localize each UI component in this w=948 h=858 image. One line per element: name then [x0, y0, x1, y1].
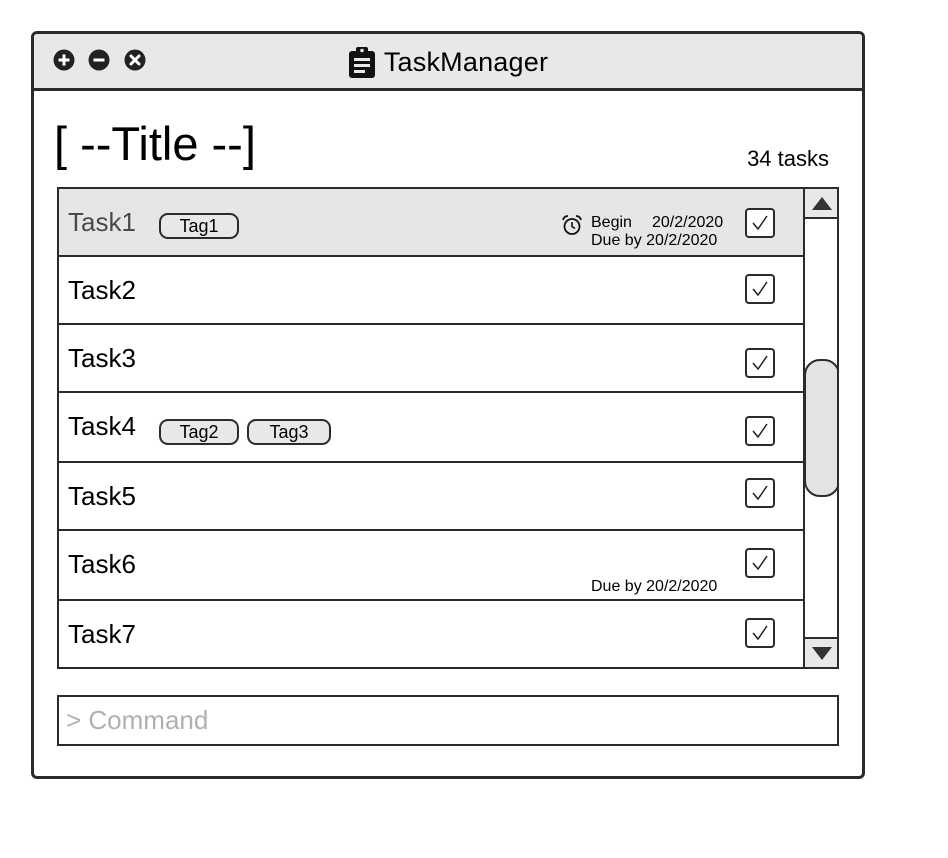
- task-name: Task6: [68, 549, 136, 579]
- page-title: [ --Title --]: [54, 117, 256, 170]
- clipboard-icon: [348, 46, 376, 78]
- begin-date: 20/2/2020: [652, 214, 724, 231]
- task-row-1[interactable]: Task1 Tag1 Begin 20/2/2020 Due by 20/2/2…: [59, 189, 803, 257]
- task-rows: Task1 Tag1 Begin 20/2/2020 Due by 20/2/2…: [59, 189, 803, 667]
- task-count: 34 tasks: [747, 146, 829, 171]
- task-row-5[interactable]: Task5: [59, 463, 803, 531]
- task-list: Task1 Tag1 Begin 20/2/2020 Due by 20/2/2…: [57, 187, 839, 669]
- task-checkbox[interactable]: [745, 548, 775, 578]
- vertical-scrollbar[interactable]: [803, 189, 837, 667]
- triangle-down-icon[interactable]: [805, 637, 837, 667]
- due-date: Due by 20/2/2020: [591, 578, 718, 595]
- task-checkbox[interactable]: [745, 348, 775, 378]
- task-checkbox[interactable]: [745, 208, 775, 238]
- scroll-thumb[interactable]: [804, 359, 837, 497]
- minus-circle-icon[interactable]: [88, 49, 110, 71]
- task-row-6[interactable]: Task6 Due by 20/2/2020: [59, 531, 803, 601]
- task-checkbox[interactable]: [745, 618, 775, 648]
- app-window: TaskManager [ --Title --] 34 tasks Task1…: [31, 31, 865, 779]
- tag-chip[interactable]: Tag3: [247, 419, 331, 445]
- task-name: Task5: [68, 481, 136, 511]
- task-name: Task4: [68, 411, 136, 441]
- window-title-text: TaskManager: [383, 47, 549, 77]
- triangle-up-icon[interactable]: [805, 189, 837, 219]
- task-row-3[interactable]: Task3: [59, 325, 803, 393]
- task-row-7[interactable]: Task7: [59, 601, 803, 667]
- command-input[interactable]: [57, 695, 839, 746]
- task-name: Task1: [68, 207, 136, 237]
- plus-circle-icon[interactable]: [53, 49, 75, 71]
- begin-label: Begin: [591, 214, 632, 231]
- task-name: Task3: [68, 343, 136, 373]
- tag-chip[interactable]: Tag2: [159, 419, 239, 445]
- task-checkbox[interactable]: [745, 416, 775, 446]
- alarm-clock-icon: [561, 214, 583, 236]
- task-row-2[interactable]: Task2: [59, 257, 803, 325]
- task-name: Task7: [68, 619, 136, 649]
- tag-chip[interactable]: Tag1: [159, 213, 239, 239]
- task-checkbox[interactable]: [745, 478, 775, 508]
- task-name: Task2: [68, 275, 136, 305]
- title-bar: TaskManager: [34, 34, 862, 91]
- window-title: TaskManager: [34, 45, 862, 79]
- due-date: Due by 20/2/2020: [591, 232, 718, 249]
- close-circle-icon[interactable]: [124, 49, 146, 71]
- task-checkbox[interactable]: [745, 274, 775, 304]
- task-row-4[interactable]: Task4 Tag2 Tag3: [59, 393, 803, 463]
